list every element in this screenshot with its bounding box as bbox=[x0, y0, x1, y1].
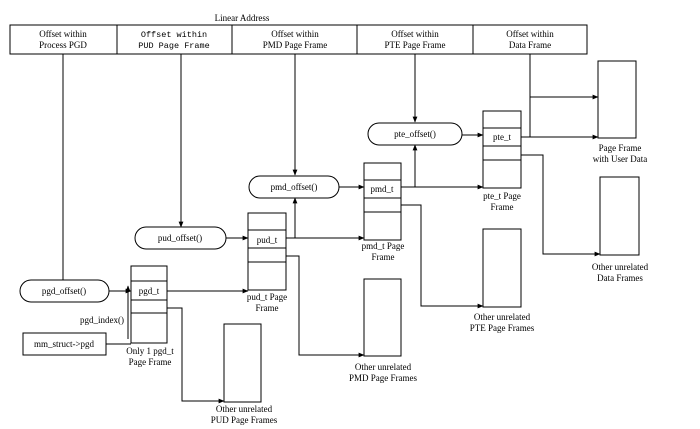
pmd-offset-label: pmd_offset() bbox=[271, 182, 318, 192]
user-data-frame bbox=[597, 60, 637, 139]
unrelated-data-line2: Data Frames bbox=[597, 273, 643, 283]
field-data-line1: Offset within bbox=[506, 29, 554, 39]
pud-entry-label: pud_t bbox=[257, 235, 278, 245]
unrelated-pmd-frame bbox=[363, 278, 402, 357]
data-caption-line2: with User Data bbox=[593, 154, 647, 164]
pud-offset-function: pud_offset() bbox=[134, 226, 227, 250]
field-pgd-line2: Process PGD bbox=[39, 40, 87, 50]
mm-struct-label: mm_struct->pgd bbox=[34, 339, 95, 349]
linear-address-bar: Offset within Process PGD Offset within … bbox=[9, 24, 588, 55]
pmd-caption-line1: pmd_t Page bbox=[362, 241, 405, 251]
field-pte-line1: Offset within bbox=[391, 29, 439, 39]
unrelated-pmd-line1: Other unrelated bbox=[355, 362, 412, 372]
pud-to-unrelated-pmd-arrow bbox=[286, 255, 365, 358]
unrelated-data-line1: Other unrelated bbox=[592, 262, 649, 272]
pte-caption-line1: pte_t Page bbox=[483, 191, 521, 201]
field-data-line2: Data Frame bbox=[509, 40, 551, 50]
pgd-offset-function: pgd_offset() bbox=[19, 279, 110, 303]
pte-entry-label: pte_t bbox=[493, 132, 511, 142]
pgd-index-label: pgd_index() bbox=[80, 315, 124, 325]
field-pte-line2: PTE Page Frame bbox=[385, 40, 446, 50]
pmd-to-unrelated-pte-arrow bbox=[401, 204, 484, 309]
pte-caption-line2: Frame bbox=[491, 202, 514, 212]
field-pmd-line2: PMD Page Frame bbox=[263, 40, 328, 50]
data-caption-line1: Page Frame bbox=[599, 143, 642, 153]
unrelated-pmd-line2: PMD Page Frames bbox=[349, 373, 417, 383]
unrelated-data-frame bbox=[599, 176, 640, 256]
pte-offset-function: pte_offset() bbox=[367, 122, 463, 146]
pgd-entry-label: pgd_t bbox=[139, 286, 160, 296]
unrelated-pud-line1: Other unrelated bbox=[216, 404, 273, 414]
pud-caption-line1: pud_t Page bbox=[247, 292, 287, 302]
unrelated-pte-line1: Other unrelated bbox=[474, 312, 531, 322]
pud-offset-label: pud_offset() bbox=[158, 233, 202, 243]
field-pmd-line1: Offset within bbox=[271, 29, 319, 39]
linear-address-title: Linear Address bbox=[215, 13, 270, 23]
unrelated-pte-frame bbox=[482, 228, 522, 308]
pgd-caption-line2: Page Frame bbox=[129, 357, 172, 367]
pgd-to-unrelated-pud-arrow bbox=[167, 307, 225, 404]
pmd-caption-line2: Frame bbox=[372, 252, 395, 262]
mm-struct-box: mm_struct->pgd bbox=[22, 332, 107, 356]
unrelated-pte-line2: PTE Page Frames bbox=[470, 323, 535, 333]
unrelated-pud-line2: PUD Page Frames bbox=[211, 415, 278, 425]
pmd-entry-label: pmd_t bbox=[370, 184, 394, 194]
pgd-page-frame: pgd_t bbox=[130, 265, 168, 344]
unrelated-pud-frame bbox=[223, 323, 262, 403]
pmd-offset-function: pmd_offset() bbox=[248, 175, 340, 199]
linear-address-outline bbox=[9, 24, 588, 55]
pud-caption-line2: Frame bbox=[256, 303, 279, 313]
field-pud-line2: PUD Page Frame bbox=[138, 41, 209, 51]
field-pud-line1: Offset within bbox=[141, 30, 207, 40]
pmd-page-frame: pmd_t bbox=[363, 162, 402, 241]
pte-to-unrelated-data-arrow bbox=[521, 154, 601, 257]
pud-page-frame: pud_t bbox=[247, 212, 287, 291]
pgd-caption-line1: Only 1 pgd_t bbox=[126, 346, 174, 356]
pte-page-frame: pte_t bbox=[482, 110, 522, 189]
pte-offset-label: pte_offset() bbox=[394, 129, 436, 139]
pgd-offset-label: pgd_offset() bbox=[42, 286, 86, 296]
field-pgd-line1: Offset within bbox=[39, 29, 87, 39]
